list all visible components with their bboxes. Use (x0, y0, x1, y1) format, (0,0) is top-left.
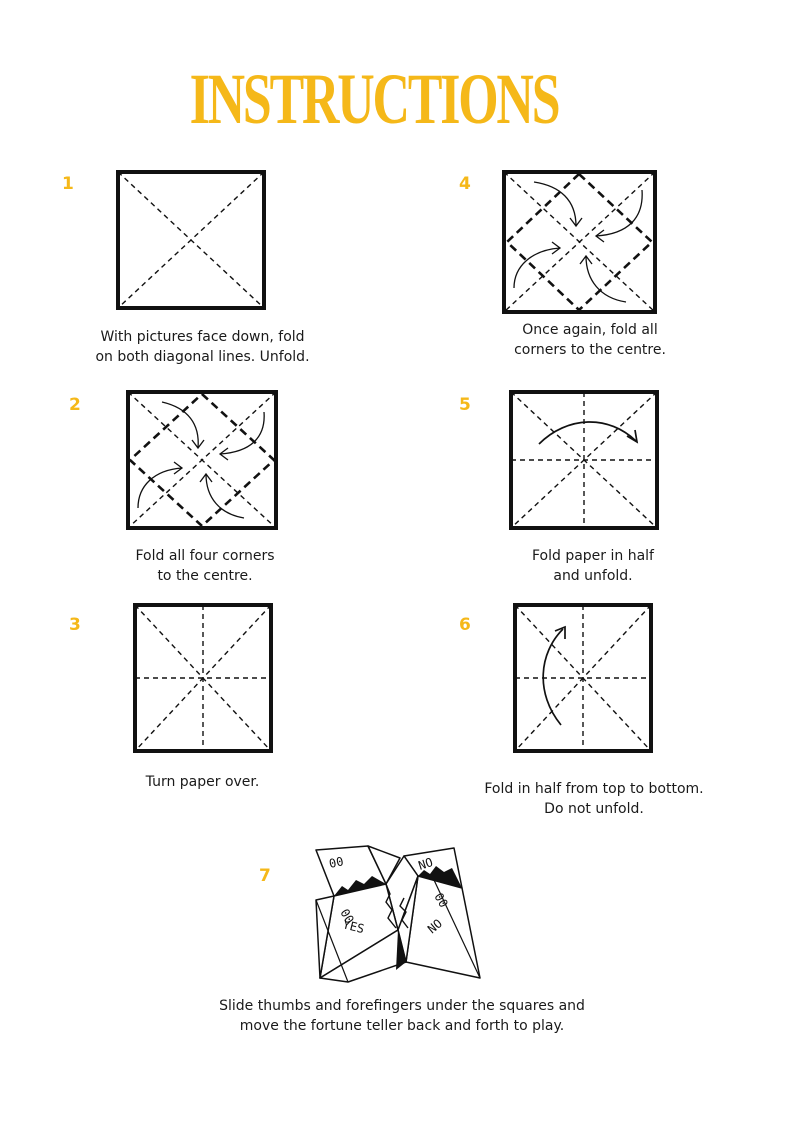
step-number-4: 4 (459, 174, 471, 194)
fortune-word: YES (341, 917, 365, 936)
step-number-3: 3 (69, 615, 81, 635)
fortune-teller-illustration: 00 NO 00 YES NO 00 (315, 845, 481, 983)
step-number-5: 5 (459, 395, 471, 415)
diagram-step-4-fold-corners-again (502, 170, 657, 314)
diagram-step-1-diagonal-folds (116, 170, 266, 310)
diagram-step-6-fold-top-to-bottom (513, 603, 653, 753)
fortune-word: 00 (328, 854, 345, 871)
diagram-step-2-fold-corners (126, 390, 278, 530)
page-title: INSTRUCTIONS (189, 59, 561, 139)
diagram-step-3-turn-over (133, 603, 273, 753)
step-number-2: 2 (69, 395, 81, 415)
step-caption-3: Turn paper over. (145, 774, 260, 790)
fortune-word: NO (417, 855, 435, 873)
diagram-step-5-fold-in-half (509, 390, 659, 530)
fortune-word: 00 (337, 907, 356, 927)
step-number-1: 1 (62, 174, 74, 194)
fortune-word: 00 (431, 891, 450, 911)
step-caption-7: Slide thumbs and forefingers under the s… (219, 998, 585, 1034)
step-caption-6: Fold in half from top to bottom.Do not u… (484, 781, 704, 817)
step-number-7: 7 (259, 866, 271, 886)
step-number-6: 6 (459, 615, 471, 635)
